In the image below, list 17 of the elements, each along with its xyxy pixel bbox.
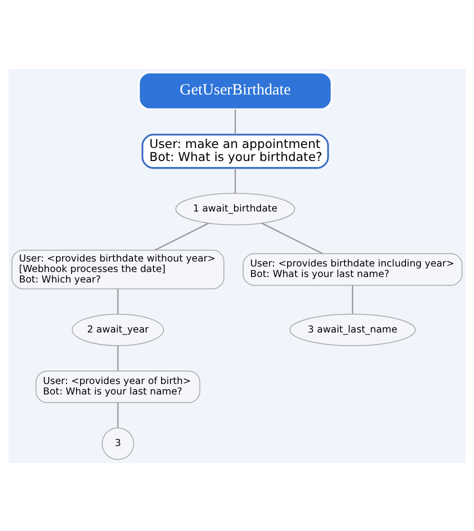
node-box: User: <provides birthdate without year> [Webhook processes the date] Bot: Which year? xyxy=(12,249,224,289)
connector xyxy=(117,288,119,314)
node-ellipse: 3 await_last_name xyxy=(289,313,416,346)
node-ellipse: 2 await_year xyxy=(72,313,164,346)
node-box: User: <provides birthdate including year> Bot: What is your last name? xyxy=(242,252,462,286)
connector xyxy=(117,402,119,428)
connector xyxy=(262,222,324,254)
connector xyxy=(234,168,236,193)
connector xyxy=(117,345,119,370)
connector xyxy=(154,222,209,250)
node-ellipse: 1 await_birthdate xyxy=(175,192,296,225)
node-circle: 3 xyxy=(102,427,134,460)
node-box: GetUserBirthdate xyxy=(138,71,332,110)
node-box: User: make an appointment Bot: What is your birthdate? xyxy=(142,133,329,168)
connector xyxy=(352,284,354,314)
node-box: User: <provides year of birth> Bot: What is your last name? xyxy=(36,370,200,403)
connector xyxy=(234,108,236,134)
